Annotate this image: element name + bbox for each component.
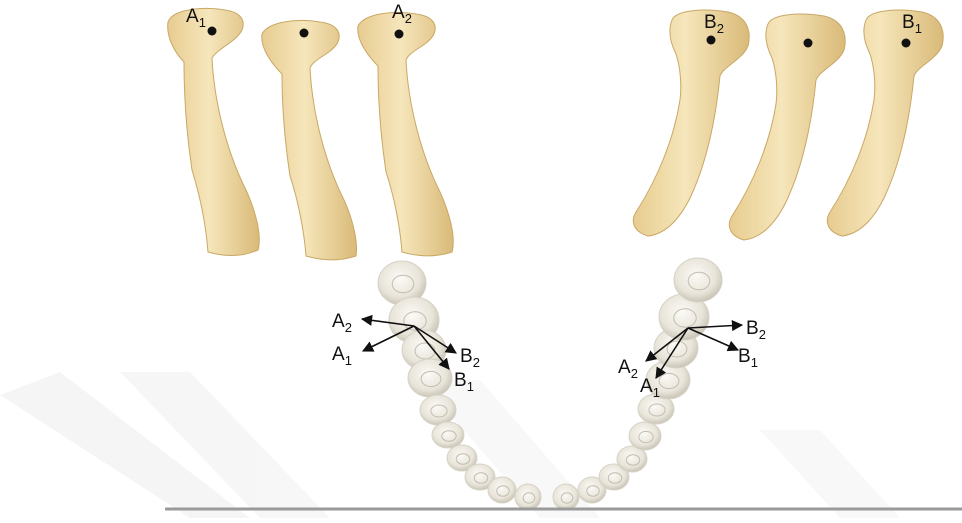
- tooth: [674, 258, 722, 302]
- arch-label-b2: B2: [746, 318, 766, 342]
- left-condyle-group: [168, 9, 454, 260]
- reference-dot: [300, 29, 309, 38]
- tooth: [515, 484, 541, 510]
- reference-dot: [395, 30, 404, 39]
- reference-dot: [902, 39, 911, 48]
- tooth: [432, 422, 464, 448]
- tooth: [488, 477, 516, 503]
- reference-dot: [707, 36, 716, 45]
- arch-label-b1: B1: [454, 370, 474, 394]
- condyle-bone: [168, 9, 260, 256]
- arch-label-a2: A2: [618, 357, 638, 381]
- condyle-bone: [358, 13, 453, 256]
- arch-label-b2: B2: [460, 346, 480, 370]
- condyle-bone: [262, 21, 357, 260]
- tooth: [420, 395, 456, 425]
- condyle-bone: [633, 10, 749, 236]
- tooth: [553, 484, 579, 510]
- arch-label-b1: B1: [738, 346, 758, 370]
- condyle-label-a2: A2: [392, 2, 412, 26]
- tooth: [629, 422, 661, 450]
- reference-dot: [804, 39, 813, 48]
- right-condyle-group: [633, 10, 943, 240]
- arch-label-a1: A1: [332, 344, 352, 368]
- reference-dot: [208, 27, 217, 36]
- arch-label-a2: A2: [332, 311, 352, 335]
